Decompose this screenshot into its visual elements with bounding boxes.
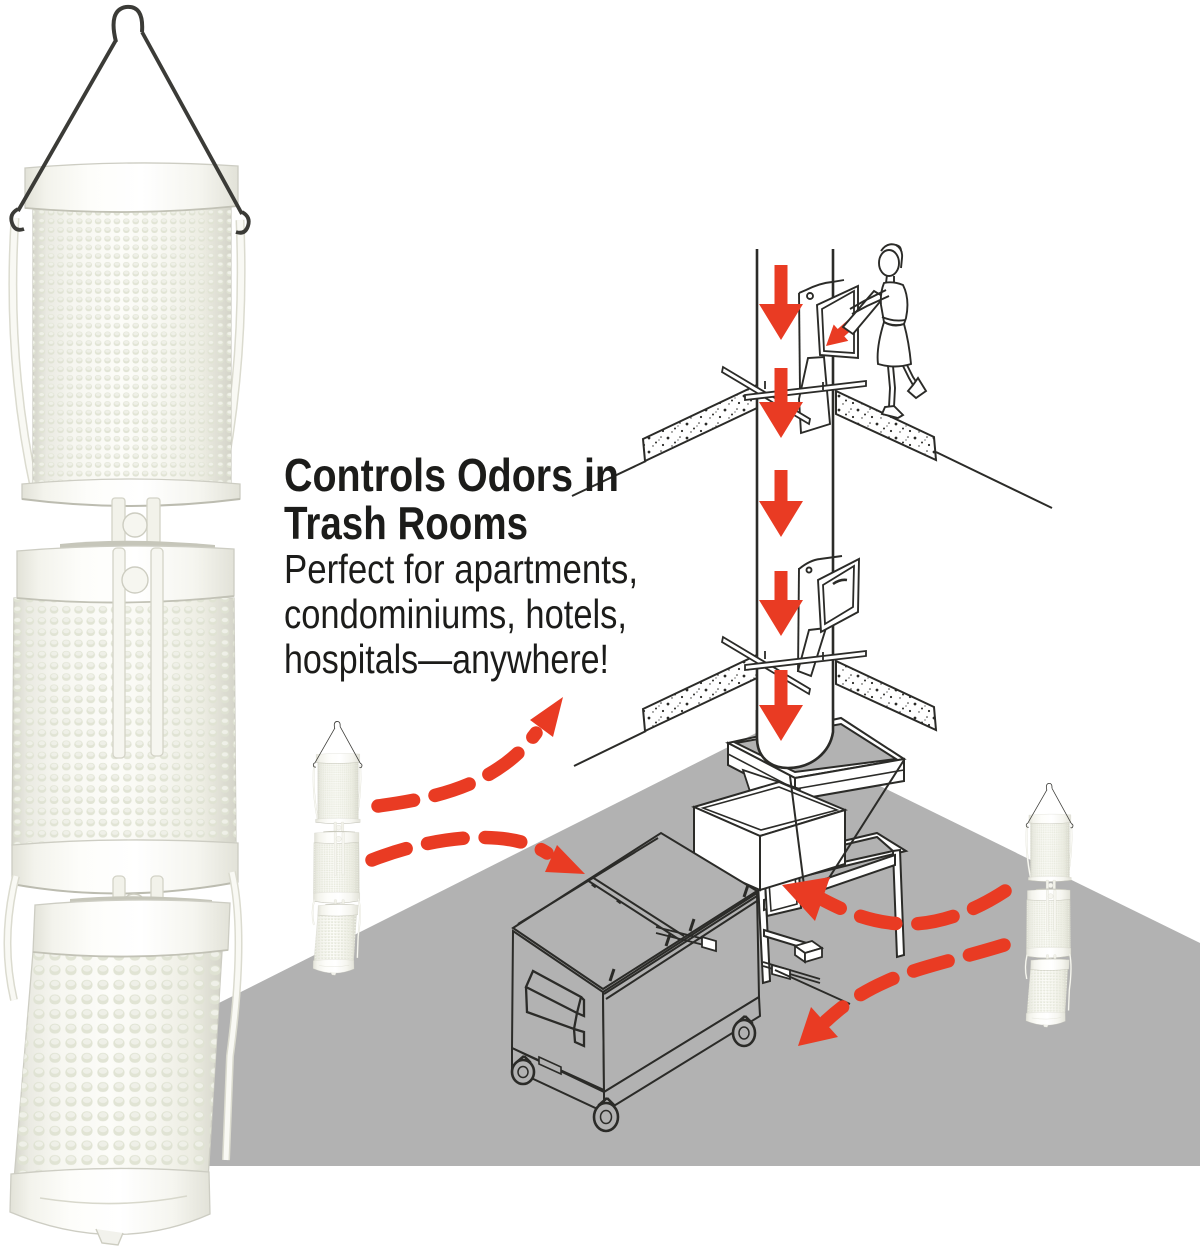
- svg-text:Perfect for apartments,: Perfect for apartments,: [284, 546, 638, 592]
- svg-text:hospitals—anywhere!: hospitals—anywhere!: [284, 636, 609, 682]
- svg-text:Trash Rooms: Trash Rooms: [284, 497, 528, 549]
- svg-text:Controls Odors in: Controls Odors in: [284, 449, 619, 501]
- svg-text:condominiums, hotels,: condominiums, hotels,: [284, 591, 627, 637]
